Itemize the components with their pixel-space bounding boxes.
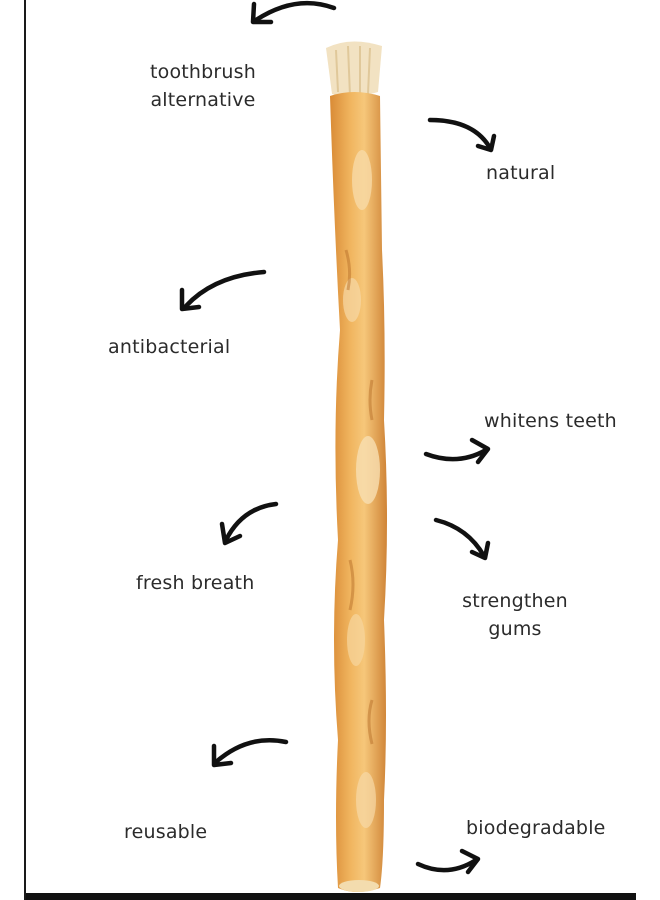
curved-arrow-icon [219, 501, 279, 546]
label-strengthen-gums: strengthen gums [442, 587, 588, 643]
label-strengthen-line1: strengthen [462, 590, 568, 612]
label-strengthen-line2: gums [488, 618, 542, 640]
curved-arrow-icon [427, 117, 497, 153]
right-margin [636, 0, 660, 900]
left-margin [0, 0, 26, 900]
bottom-bar [26, 893, 636, 900]
curved-arrow-icon [250, 0, 337, 25]
label-whitens-teeth: whitens teeth [484, 410, 617, 432]
curved-arrow-icon [211, 737, 289, 768]
curved-arrow-icon [415, 848, 481, 875]
label-antibacterial: antibacterial [108, 336, 231, 358]
bristles [326, 41, 382, 97]
label-biodegradable: biodegradable [466, 817, 606, 839]
label-natural: natural [486, 162, 556, 184]
curved-arrow-icon [433, 517, 491, 561]
label-fresh-breath: fresh breath [136, 572, 255, 594]
miswak-stick [330, 92, 387, 892]
label-toothbrush-line2: alternative [150, 89, 256, 111]
curved-arrow-icon [179, 269, 267, 312]
label-toothbrush-alternative: toothbrush alternative [128, 58, 278, 114]
label-reusable: reusable [124, 821, 208, 843]
label-toothbrush-line1: toothbrush [149, 61, 257, 83]
curved-arrow-icon [423, 437, 491, 465]
